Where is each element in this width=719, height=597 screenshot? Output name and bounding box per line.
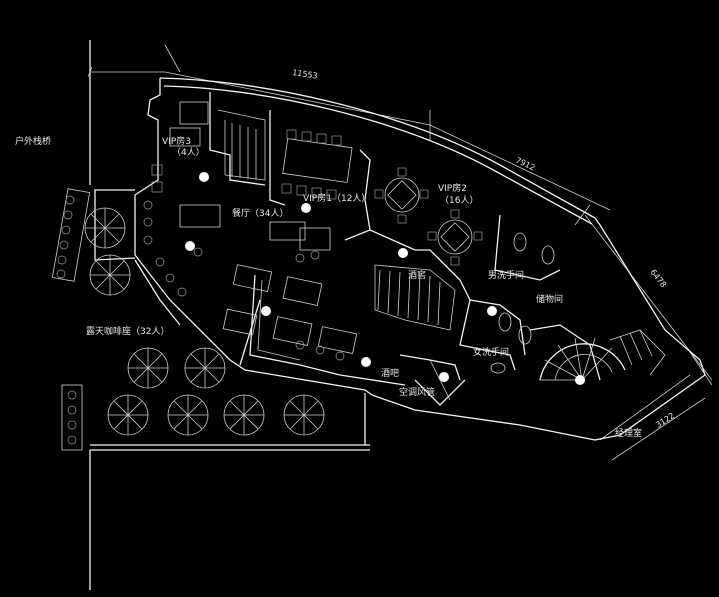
light-dot	[261, 306, 271, 316]
label-ac-duct: 空调风管	[399, 386, 435, 398]
vip2-tables	[374, 167, 483, 266]
label-womens-wc: 女洗手间	[473, 346, 509, 358]
light-dot	[487, 306, 497, 316]
light-dot	[361, 357, 371, 367]
restroom-fixtures	[490, 232, 555, 374]
label-vip3-cap: （4人）	[172, 147, 205, 158]
label-storage: 储物间	[536, 293, 563, 305]
spiral-staircase	[539, 329, 666, 381]
label-outdoor-bridge: 户外栈桥	[15, 135, 51, 147]
exterior-walls	[94, 77, 706, 445]
dimension-right: 6478	[648, 268, 668, 290]
label-wine-cellar: 酒窖	[408, 269, 426, 281]
light-dot	[398, 248, 408, 258]
label-manager-room: 经理室	[615, 427, 642, 439]
ceiling-lights	[185, 172, 585, 385]
label-vip3: VIP房3	[162, 135, 191, 147]
dining-hall-tables	[143, 200, 358, 361]
outdoor-bridge-edge	[89, 40, 370, 590]
label-outdoor-cafe: 露天咖啡座（32人）	[86, 325, 169, 337]
light-dot	[185, 241, 195, 251]
label-mens-wc: 男洗手间	[488, 269, 524, 281]
dimension-top: 11553	[292, 68, 318, 80]
label-dining-hall: 餐厅（34人）	[232, 207, 288, 219]
light-dot	[439, 372, 449, 382]
outdoor-umbrellas	[84, 207, 325, 436]
label-vip1: VIP房1（12人）	[303, 192, 370, 204]
light-dot	[301, 203, 311, 213]
dimension-bottom-right: 3122	[654, 411, 676, 430]
light-dot	[575, 375, 585, 385]
label-vip2: VIP房2	[438, 182, 467, 194]
label-bar: 酒吧	[381, 368, 399, 379]
vip1-table	[281, 129, 353, 200]
label-vip2-cap: （16人）	[440, 195, 478, 206]
light-dot	[199, 172, 209, 182]
interior-walls	[209, 92, 601, 406]
planters	[51, 188, 91, 451]
vip3-furniture	[151, 101, 209, 193]
